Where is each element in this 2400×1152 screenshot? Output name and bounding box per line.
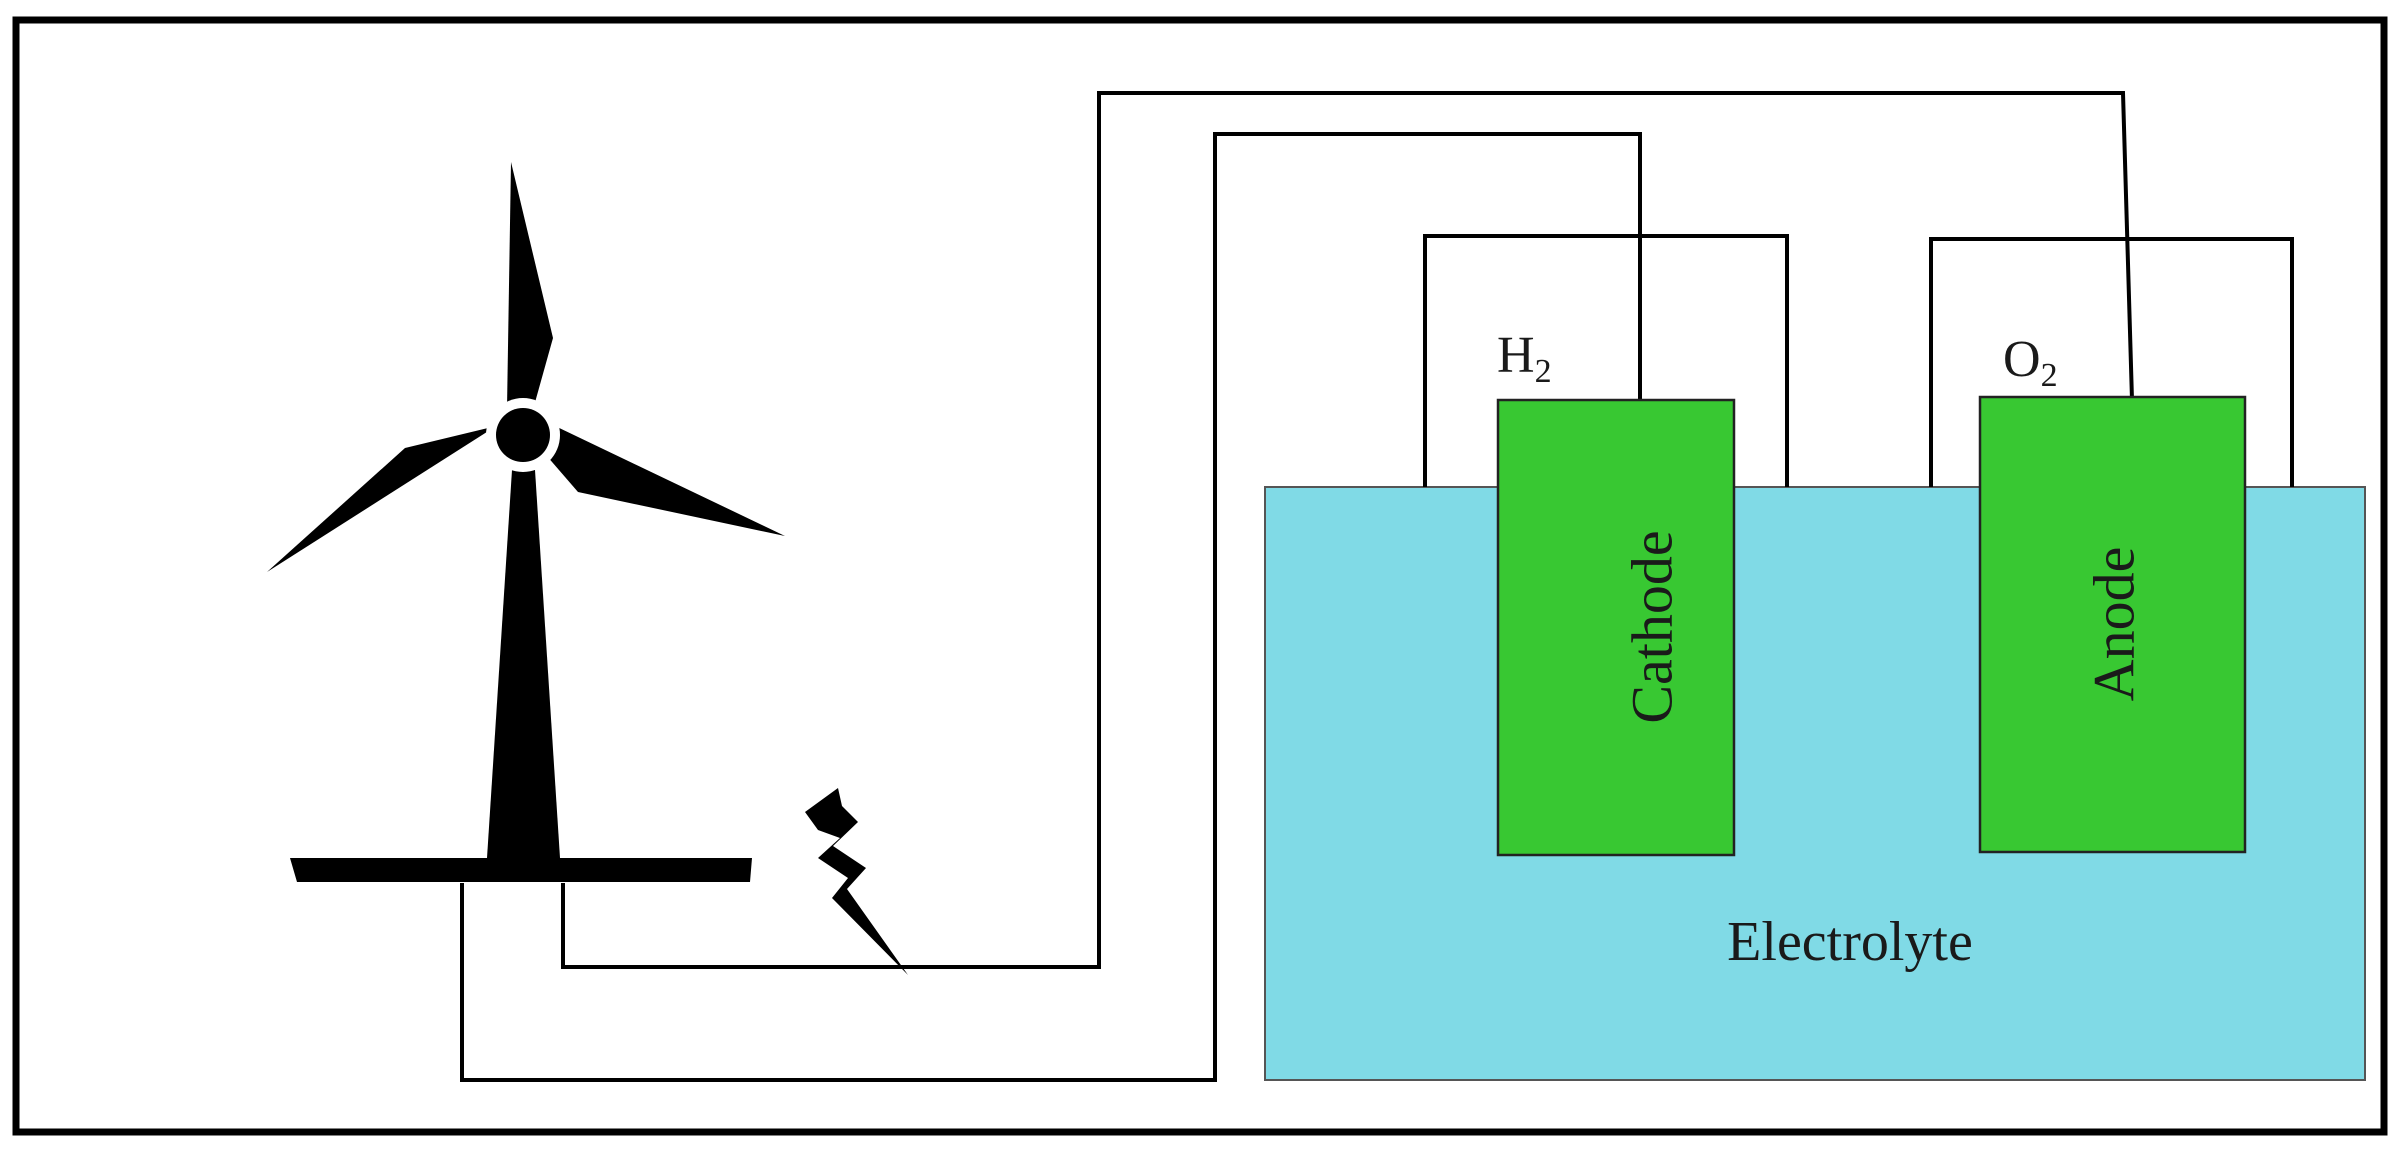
oxygen-symbol: O: [2003, 331, 2041, 388]
cathode-electrode: [1496, 398, 1736, 857]
turbine-ground-base: [290, 858, 752, 882]
turbine-blade-left: [267, 428, 490, 572]
anode-electrode: [1978, 395, 2247, 854]
turbine-blade-right: [546, 425, 785, 536]
turbine-blade-up: [507, 162, 553, 408]
turbine-hub: [496, 408, 550, 462]
oxygen-label: O2: [2003, 331, 2058, 394]
wire-to-anode: [561, 91, 2134, 969]
hydrogen-subscript: 2: [1535, 353, 1552, 390]
oxygen-subscript: 2: [2041, 357, 2058, 394]
anode-label: Anode: [2081, 547, 2146, 702]
hydrogen-collection-hood: [1423, 234, 1789, 487]
electrolyte-label: Electrolyte: [1727, 911, 1973, 973]
cathode-label: Cathode: [1619, 530, 1684, 723]
turbine-tower: [487, 470, 560, 858]
hydrogen-label: H2: [1497, 327, 1552, 390]
oxygen-collection-hood: [1929, 237, 2294, 487]
lightning-bolt-icon: [805, 788, 908, 975]
hydrogen-symbol: H: [1497, 327, 1535, 384]
wind-turbine-icon: [267, 162, 785, 882]
wire-to-cathode: [460, 132, 1642, 1082]
